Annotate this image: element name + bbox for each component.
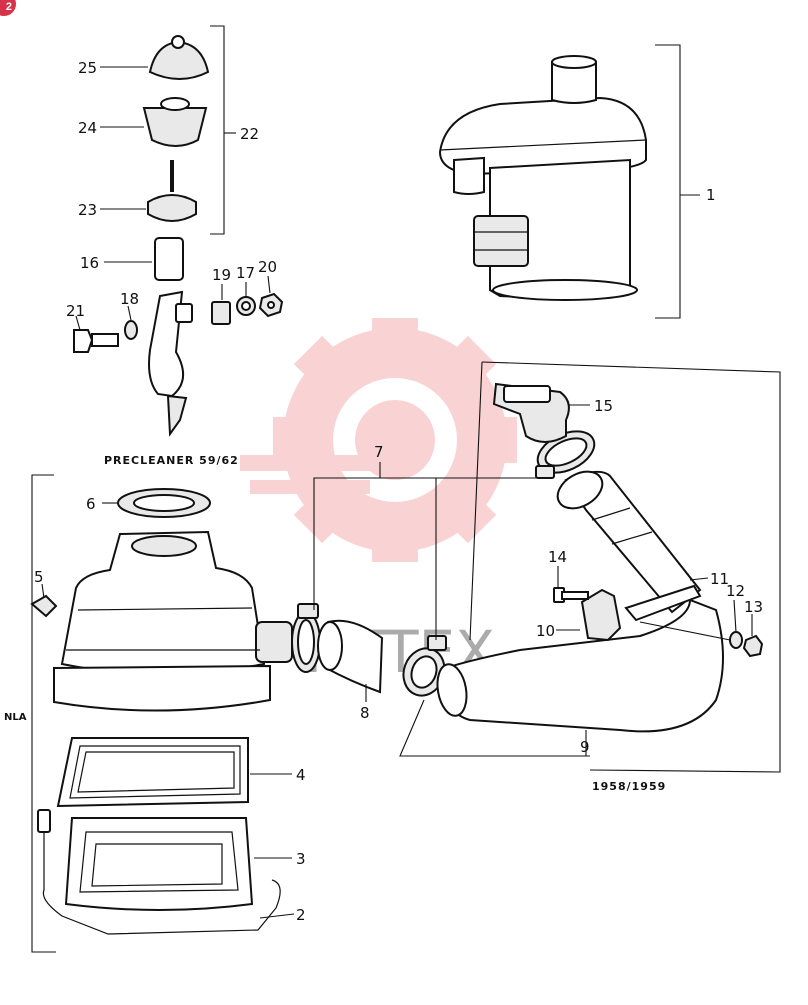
- hose-8: [317, 619, 384, 694]
- bracket-10: [580, 584, 702, 642]
- bracket-1: [655, 44, 681, 319]
- caption-precleaner: PRECLEANER 59/62: [104, 454, 239, 467]
- leader-7: [313, 477, 546, 610]
- callout-12: 12: [726, 582, 745, 600]
- washer-12: [729, 631, 743, 649]
- callout-9: 9: [580, 738, 590, 756]
- clamp-7b: [402, 635, 447, 697]
- bracket-nla: [31, 474, 56, 953]
- oil-bath-body: [53, 530, 293, 712]
- box-1958: [481, 361, 781, 773]
- callout-7: 7: [374, 443, 384, 461]
- wingnut-5: [30, 594, 58, 618]
- clamp-rod-2: [37, 809, 281, 935]
- clip-19: [211, 301, 231, 325]
- callout-16: 16: [80, 254, 99, 272]
- callout-23: 23: [78, 201, 97, 219]
- callout-6: 6: [86, 495, 96, 513]
- bolt-21: [73, 329, 119, 353]
- callout-11: 11: [710, 570, 729, 588]
- callout-19: 19: [212, 266, 231, 284]
- inlet-cap-15: [492, 382, 570, 443]
- precleaner-cap-25: [148, 35, 210, 80]
- callout-20: 20: [258, 258, 277, 276]
- watermark-logo: [240, 318, 517, 562]
- callout-22: 22: [240, 125, 259, 143]
- callout-21: 21: [66, 302, 85, 320]
- callout-25: 25: [78, 59, 97, 77]
- air-cleaner-body: [438, 55, 647, 301]
- sleeve-16: [154, 237, 184, 281]
- precleaner-bowl-24: [142, 97, 208, 147]
- callout-4: 4: [296, 766, 306, 784]
- caption-nla: NLA: [4, 712, 27, 723]
- callout-5: 5: [34, 568, 44, 586]
- caption-years: 1958/1959: [592, 780, 666, 793]
- pipe-9: [436, 470, 724, 733]
- callout-13: 13: [744, 598, 763, 616]
- page-badge: 2: [0, 0, 16, 16]
- callout-14: 14: [548, 548, 567, 566]
- clamp-7a: [291, 603, 321, 673]
- callout-3: 3: [296, 850, 306, 868]
- precleaner-base-23: [147, 160, 197, 222]
- nut-13: [742, 634, 764, 658]
- callout-8: 8: [360, 704, 370, 722]
- leader-9: [399, 699, 590, 757]
- oil-cup-3: [64, 817, 254, 911]
- callout-1: 1: [706, 186, 716, 204]
- bolt-14: [553, 587, 589, 603]
- callout-10: 10: [536, 622, 555, 640]
- callout-17: 17: [236, 264, 255, 282]
- washer-17: [236, 296, 256, 316]
- bracket-22: [210, 25, 225, 235]
- callout-24: 24: [78, 119, 97, 137]
- callout-2: 2: [296, 906, 306, 924]
- screen-4: [56, 737, 249, 808]
- gasket-6: [117, 488, 211, 518]
- nut-20: [258, 292, 284, 318]
- callout-18: 18: [120, 290, 139, 308]
- callout-15: 15: [594, 397, 613, 415]
- washer-18: [124, 320, 138, 340]
